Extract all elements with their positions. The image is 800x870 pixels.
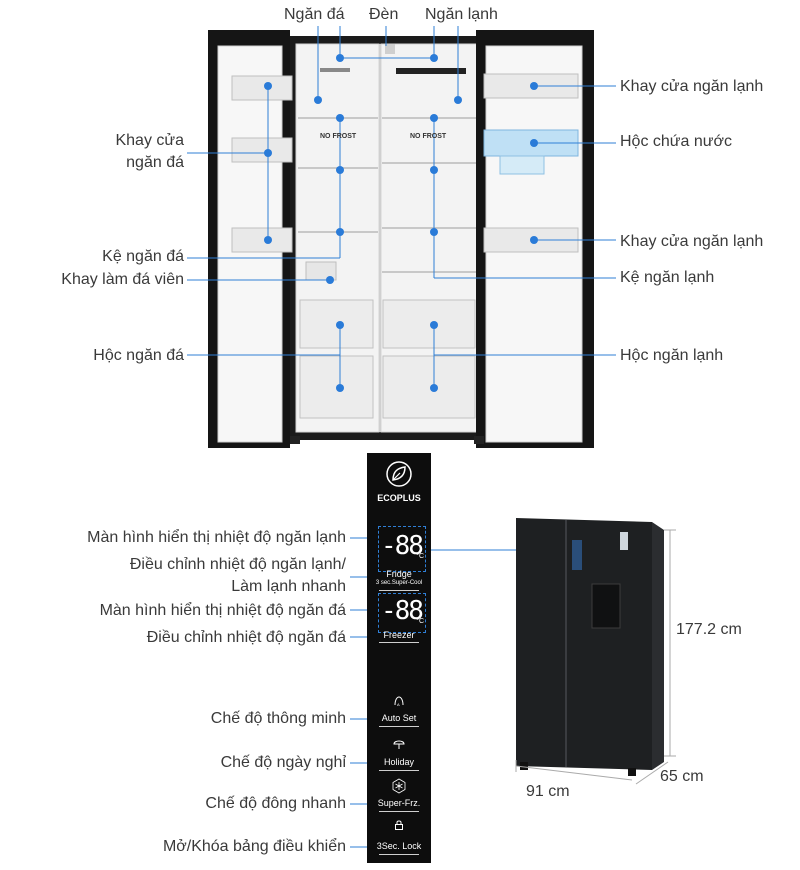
- label-dieu-chinh-lanh-2: Làm lạnh nhanh: [231, 578, 346, 595]
- holiday-button[interactable]: Holiday: [383, 757, 414, 767]
- label-ngan-lanh-top: Ngăn lạnh: [425, 6, 498, 23]
- label-hoc-ngan-lanh: Hộc ngăn lạnh: [620, 347, 724, 364]
- label-che-do-thong-minh: Chế độ thông minh: [210, 710, 346, 727]
- dimension-width: 91 cm: [526, 783, 570, 800]
- leaf-icon: [386, 461, 412, 487]
- fridge-unit: °C: [416, 553, 424, 560]
- ecoplus-label: ECOPLUS: [377, 493, 421, 503]
- freezer-unit: °C: [416, 618, 424, 625]
- super-frz-button[interactable]: Super-Frz.: [377, 798, 421, 808]
- lock-button[interactable]: 3Sec. Lock: [376, 841, 422, 851]
- fridge-drawer-top: [382, 299, 476, 349]
- control-panel: ECOPLUS -88 °C Fridge 3 sec.Super-Cool -…: [367, 453, 431, 863]
- label-che-do-ngay-nghi: Chế độ ngày nghỉ: [220, 754, 346, 771]
- label-dieu-chinh-ngan-da: Điều chỉnh nhiệt độ ngăn đá: [146, 629, 346, 646]
- label-man-hinh-ngan-lanh: Màn hình hiển thị nhiệt độ ngăn lạnh: [87, 529, 346, 546]
- label-che-do-dong-nhanh: Chế độ đông nhanh: [205, 795, 346, 812]
- auto-set-button[interactable]: Auto Set: [381, 713, 417, 723]
- freezer-temperature-display: -88 °C: [378, 593, 426, 633]
- no-frost-left-label: NO FROST: [320, 133, 357, 140]
- label-hoc-ngan-da: Hộc ngăn đá: [93, 347, 184, 364]
- fridge-drawer-bottom: [382, 355, 476, 419]
- label-ke-ngan-lanh: Kệ ngăn lạnh: [620, 269, 715, 286]
- label-khay-cua-ngan-da-1: Khay cửa: [115, 132, 184, 149]
- no-frost-right-label: NO FROST: [410, 133, 447, 140]
- lock-icon: [395, 820, 403, 830]
- label-dieu-chinh-lanh-1: Điều chỉnh nhiệt độ ngăn lạnh/: [129, 556, 346, 573]
- dimension-depth: 65 cm: [660, 768, 704, 785]
- freezer-digits: -88: [381, 596, 424, 626]
- svg-text:A: A: [397, 702, 400, 707]
- label-khay-cua-ngan-da-2: ngăn đá: [126, 154, 184, 171]
- label-khay-cua-ngan-lanh-1: Khay cửa ngăn lạnh: [620, 78, 764, 95]
- fridge-temperature-display: -88 °C: [378, 526, 426, 572]
- label-den: Đèn: [369, 6, 399, 23]
- umbrella-icon: [393, 740, 405, 749]
- label-khay-lam-da-vien: Khay làm đá viên: [61, 271, 184, 288]
- dimension-height: 177.2 cm: [676, 621, 742, 638]
- fridge-digits: -88: [381, 531, 424, 561]
- label-man-hinh-ngan-da: Màn hình hiển thị nhiệt độ ngăn đá: [99, 602, 346, 619]
- freezer-button-label[interactable]: Freezer: [383, 630, 415, 640]
- label-ngan-da-top: Ngăn đá: [284, 6, 345, 23]
- label-ke-ngan-da: Kệ ngăn đá: [102, 248, 184, 265]
- fridge-button-label[interactable]: Fridge: [386, 569, 412, 579]
- snowflake-icon: [392, 778, 406, 794]
- auto-set-icon: A: [394, 696, 404, 707]
- label-hoc-chua-nuoc: Hộc chứa nước: [620, 133, 732, 150]
- label-mo-khoa-bang-dieu-khien: Mở/Khóa bảng điều khiển: [162, 838, 346, 855]
- label-khay-cua-ngan-lanh-2: Khay cửa ngăn lạnh: [620, 233, 764, 250]
- closed-fridge: [516, 518, 652, 770]
- super-cool-label: 3 sec.Super-Cool: [375, 580, 423, 586]
